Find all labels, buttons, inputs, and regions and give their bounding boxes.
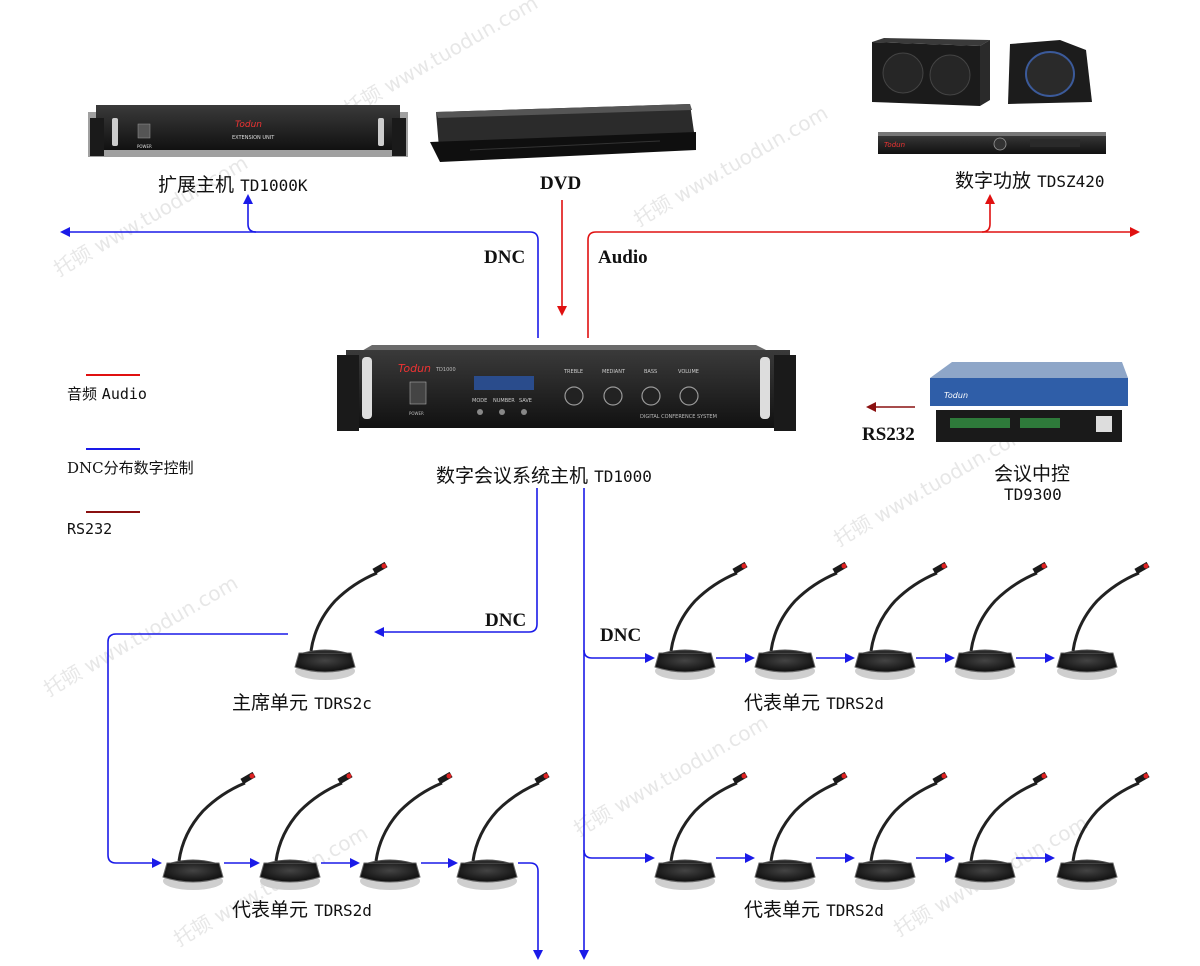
host-caption: DIGITAL CONFERENCE SYSTEM bbox=[640, 414, 717, 420]
brand-logo: Todun bbox=[398, 362, 431, 375]
extension-sublabel: EXTENSION UNIT bbox=[232, 135, 275, 141]
dnc-line-top-row bbox=[583, 649, 655, 663]
delegate-unit bbox=[753, 560, 850, 682]
digital-amplifier: Todun bbox=[878, 132, 1106, 154]
dvd-label: DVD bbox=[540, 173, 582, 194]
bass-knob-label: BASS bbox=[644, 369, 657, 375]
dvd-player bbox=[430, 104, 696, 162]
delegate-unit bbox=[258, 770, 355, 892]
chair-unit-label: 主席单元 TDRS2c bbox=[232, 692, 372, 714]
treble-knob-label: TREBLE bbox=[563, 369, 583, 375]
delegate-row-right-label: 代表单元 TDRS2d bbox=[744, 899, 884, 921]
delegate-unit bbox=[953, 770, 1050, 892]
host-label: 数字会议系统主机 TD1000 bbox=[436, 465, 652, 487]
conference-host: Todun TD1000 POWER MODE NUMBER SAVE TREB… bbox=[337, 345, 796, 431]
amplifier-label: 数字功放 TDSZ420 bbox=[955, 170, 1105, 192]
power-label: POWER bbox=[409, 411, 424, 416]
dnc-line-extension bbox=[243, 194, 539, 338]
delegate-unit bbox=[1055, 770, 1152, 892]
delegate-unit bbox=[653, 560, 750, 682]
extension-unit-label: 扩展主机 TD1000K bbox=[158, 174, 308, 196]
legend-rs232: RS232 bbox=[67, 520, 113, 538]
delegate-unit bbox=[1055, 560, 1152, 682]
mediant-knob-label: MEDIANT bbox=[602, 369, 626, 375]
delegate-row-left-label: 代表单元 TDRS2d bbox=[232, 899, 372, 921]
delegate-unit bbox=[853, 560, 950, 682]
audio-line-amplifier bbox=[587, 194, 995, 338]
delegate-unit bbox=[953, 560, 1050, 682]
brand-logo: Todun bbox=[235, 120, 262, 130]
delegate-unit bbox=[753, 770, 850, 892]
legend-dnc: DNC分布数字控制 bbox=[67, 459, 194, 477]
speaker-left bbox=[872, 38, 990, 106]
speaker-right bbox=[1008, 40, 1092, 104]
dnc-label-right: DNC bbox=[600, 625, 642, 646]
brand-logo: Todun bbox=[944, 391, 968, 400]
audio-label: Audio bbox=[598, 247, 648, 268]
central-control: Todun bbox=[930, 362, 1128, 442]
dnc-label-top: DNC bbox=[484, 247, 526, 268]
rs232-label: RS232 bbox=[862, 424, 915, 445]
chair-unit bbox=[293, 560, 390, 682]
volume-knob-label: VOLUME bbox=[678, 369, 699, 375]
delegate-unit bbox=[358, 770, 455, 892]
central-control-name: 会议中控 bbox=[994, 463, 1071, 485]
delegate-unit bbox=[455, 770, 552, 892]
save-button-label: SAVE bbox=[519, 398, 532, 404]
host-model-small: TD1000 bbox=[435, 367, 456, 373]
power-label: POWER bbox=[137, 144, 152, 149]
brand-logo: Todun bbox=[884, 141, 905, 149]
mode-button-label: MODE bbox=[472, 398, 487, 404]
extension-unit: Todun EXTENSION UNIT POWER bbox=[88, 105, 408, 157]
dnc-line-bottom-row bbox=[583, 849, 655, 863]
dnc-line-chair-chain bbox=[107, 633, 288, 868]
delegate-unit bbox=[161, 770, 258, 892]
number-button-label: NUMBER bbox=[493, 398, 515, 404]
legend-audio: 音频 Audio bbox=[67, 385, 147, 403]
delegate-unit bbox=[853, 770, 950, 892]
delegate-unit bbox=[653, 770, 750, 892]
dnc-line-chair bbox=[374, 488, 538, 637]
dnc-line-continue-left bbox=[518, 862, 543, 960]
delegate-row-top-label: 代表单元 TDRS2d bbox=[744, 692, 884, 714]
dnc-label-chair: DNC bbox=[485, 610, 527, 631]
central-control-model: TD9300 bbox=[1004, 485, 1062, 504]
